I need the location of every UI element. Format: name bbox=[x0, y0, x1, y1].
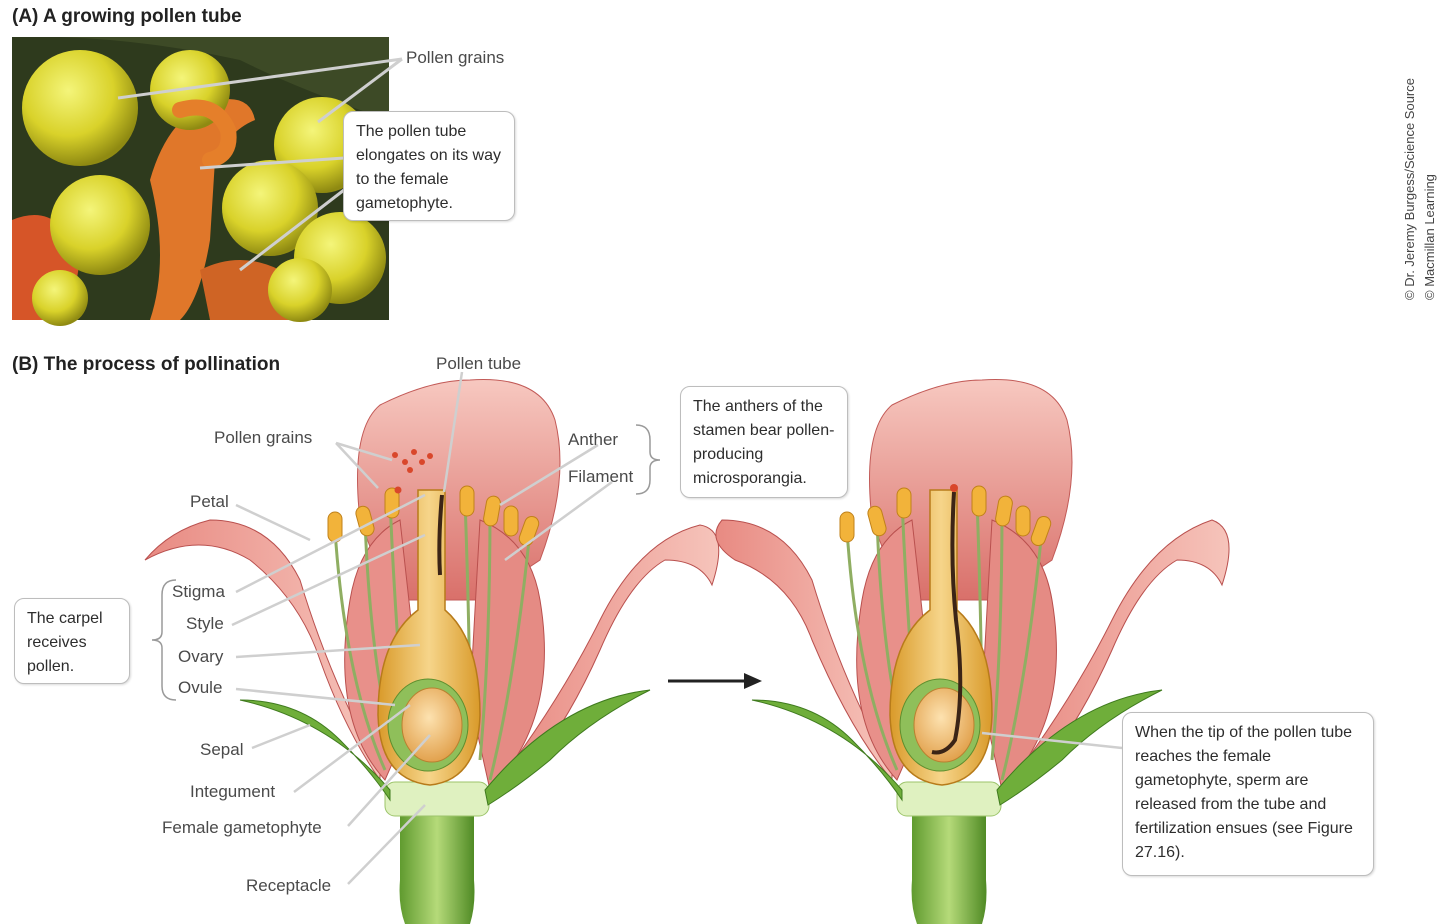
panel-a-title: (A) A growing pollen tube bbox=[12, 6, 242, 27]
label-sepal: Sepal bbox=[200, 740, 244, 759]
panel-a-leaders bbox=[117, 57, 403, 272]
label-style: Style bbox=[186, 614, 224, 633]
label-brackets bbox=[151, 424, 661, 701]
panel-b-leaders bbox=[231, 371, 1123, 885]
label-ovule: Ovule bbox=[178, 678, 223, 697]
label-pollen-grains-b: Pollen grains bbox=[214, 428, 313, 447]
label-female-gametophyte: Female gametophyte bbox=[162, 818, 322, 837]
label-stigma: Stigma bbox=[172, 582, 225, 601]
label-pollen-tube: Pollen tube bbox=[436, 354, 522, 373]
callout-fertilization: When the tip of the pollen tube reaches … bbox=[1122, 712, 1374, 876]
label-ovary: Ovary bbox=[178, 647, 224, 666]
label-receptacle: Receptacle bbox=[246, 876, 332, 895]
image-credits: © Dr. Jeremy Burgess/Science Source © Ma… bbox=[1400, 78, 1440, 300]
label-anther: Anther bbox=[568, 430, 619, 449]
label-integument: Integument bbox=[190, 782, 276, 801]
callout-carpel: The carpel receives pollen. bbox=[14, 598, 130, 684]
panel-b-title: (B) The process of pollination bbox=[12, 354, 281, 375]
flower-left bbox=[144, 379, 720, 924]
pollen-micrograph bbox=[12, 37, 389, 326]
process-arrow bbox=[668, 673, 762, 689]
credit-line-2: © Macmillan Learning bbox=[1422, 174, 1437, 300]
label-filament: Filament bbox=[568, 467, 634, 486]
flower-right bbox=[715, 379, 1230, 924]
callout-anthers: The anthers of the stamen bear pollen-pr… bbox=[680, 386, 848, 498]
label-petal: Petal bbox=[190, 492, 229, 511]
callout-pollen-tube: The pollen tube elongates on its way to … bbox=[343, 111, 515, 221]
label-pollen-grains-a: Pollen grains bbox=[406, 48, 505, 67]
credit-line-1: © Dr. Jeremy Burgess/Science Source bbox=[1402, 78, 1417, 300]
